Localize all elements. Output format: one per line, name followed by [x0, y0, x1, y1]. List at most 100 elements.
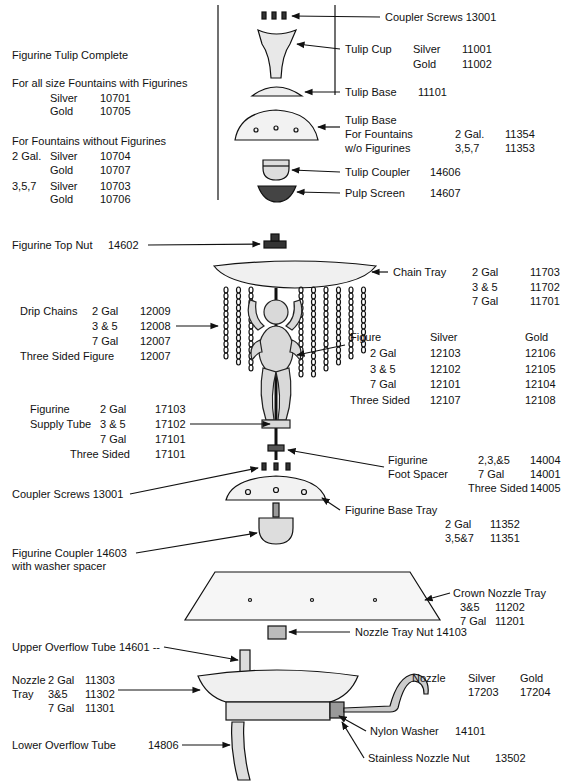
- chain-link: [312, 305, 316, 311]
- chain-link: [324, 329, 328, 335]
- part-label: 12106: [525, 346, 556, 360]
- chain-link: [224, 287, 228, 293]
- part-label: Tulip Base: [345, 85, 397, 99]
- chain-link: [324, 359, 328, 365]
- chain-link: [299, 365, 303, 371]
- part-label: 12007: [140, 349, 171, 363]
- chain-link: [324, 347, 328, 353]
- chain-link: [237, 311, 241, 317]
- chain-link: [324, 323, 328, 329]
- part-label: 3,5&7: [445, 531, 474, 545]
- part-label: Pulp Screen: [345, 186, 405, 200]
- chain-link: [249, 365, 253, 371]
- chain-link: [349, 299, 353, 305]
- part-label: 2 Gal: [445, 517, 471, 531]
- part-label: Foot Spacer: [388, 467, 448, 481]
- chain-link: [349, 353, 353, 359]
- part-label: Three Sided: [468, 481, 528, 495]
- part-label: 17204: [520, 685, 551, 699]
- part-label: 2 Gal: [48, 673, 74, 687]
- part-label: 11702: [530, 280, 560, 294]
- chain-link: [224, 347, 228, 353]
- chain-link: [312, 323, 316, 329]
- chain-link: [312, 359, 316, 365]
- chain-link: [312, 365, 316, 371]
- part-label: 11354: [505, 127, 535, 141]
- chain-link: [349, 317, 353, 323]
- part-label: 7 Gal: [460, 614, 486, 628]
- part-label: 7 Gal: [370, 377, 396, 391]
- part-label: Coupler Screws 13001: [12, 487, 123, 501]
- chain-link: [224, 329, 228, 335]
- chain-link: [299, 329, 303, 335]
- chain-link: [312, 353, 316, 359]
- chain-link: [224, 293, 228, 299]
- part-label: 11351: [490, 531, 520, 545]
- part-label: 11703: [530, 265, 560, 279]
- part-label: 12107: [430, 393, 461, 407]
- chain-link: [324, 305, 328, 311]
- chain-link: [224, 335, 228, 341]
- part-label: Gold: [50, 163, 73, 177]
- chain-link: [324, 365, 328, 371]
- chain-link: [237, 335, 241, 341]
- chain-link: [349, 323, 353, 329]
- chain-link: [337, 323, 341, 329]
- part-label: For all size Fountains with Figurines: [12, 76, 187, 90]
- chain-link: [299, 293, 303, 299]
- part-label: Gold: [50, 192, 73, 206]
- part-label: 17102: [155, 417, 186, 431]
- part-label: For Fountains without Figurines: [12, 134, 166, 148]
- part-label: 14806: [148, 738, 179, 752]
- part-label: 7 Gal: [92, 334, 118, 348]
- part-label: 14005: [530, 481, 561, 495]
- part-label: 10704: [100, 149, 131, 163]
- chain-link: [324, 299, 328, 305]
- part-label: 11201: [495, 614, 525, 628]
- part-label: 3 & 5: [100, 417, 126, 431]
- part-label: Figurine Tulip Complete: [12, 48, 128, 62]
- part-label: 10707: [100, 163, 131, 177]
- chain-link: [237, 299, 241, 305]
- chain-link: [224, 341, 228, 347]
- part-label: 11001: [462, 42, 492, 56]
- part-label: 10701: [100, 91, 131, 105]
- part-label: 17101: [155, 432, 186, 446]
- part-label: 2 Gal.: [455, 127, 484, 141]
- part-label: 14606: [430, 165, 461, 179]
- chain-link: [312, 293, 316, 299]
- chain-link: [224, 317, 228, 323]
- chain-link: [337, 299, 341, 305]
- chain-link: [362, 311, 366, 317]
- chain-link: [237, 323, 241, 329]
- part-label: Silver: [468, 671, 496, 685]
- chain-link: [237, 347, 241, 353]
- chain-link: [324, 311, 328, 317]
- part-label: 11202: [495, 600, 525, 614]
- part-label: Gold: [525, 330, 548, 344]
- part-label: 3 & 5: [92, 319, 118, 333]
- chain-link: [337, 317, 341, 323]
- part-label: Nozzle: [412, 671, 446, 685]
- chain-link: [324, 353, 328, 359]
- part-label: Gold: [413, 57, 436, 71]
- part-label: 12009: [140, 304, 171, 318]
- part-label: 17103: [155, 402, 186, 416]
- part-label: 11301: [85, 701, 115, 715]
- part-label: 2 Gal.: [12, 149, 41, 163]
- part-label: 12101: [430, 377, 461, 391]
- part-label: Figurine Coupler 14603: [12, 546, 127, 560]
- chain-link: [312, 341, 316, 347]
- chain-link: [299, 323, 303, 329]
- part-label: 14004: [530, 453, 561, 467]
- part-label: 10705: [100, 104, 131, 118]
- part-label: 17101: [155, 447, 186, 461]
- part-label: 12008: [140, 319, 171, 333]
- part-label: 2 Gal: [92, 304, 118, 318]
- part-label: Nozzle Tray Nut 14103: [355, 625, 467, 639]
- chain-link: [324, 317, 328, 323]
- part-label: 12103: [430, 346, 461, 360]
- chain-link: [324, 293, 328, 299]
- part-label: 3 & 5: [472, 280, 498, 294]
